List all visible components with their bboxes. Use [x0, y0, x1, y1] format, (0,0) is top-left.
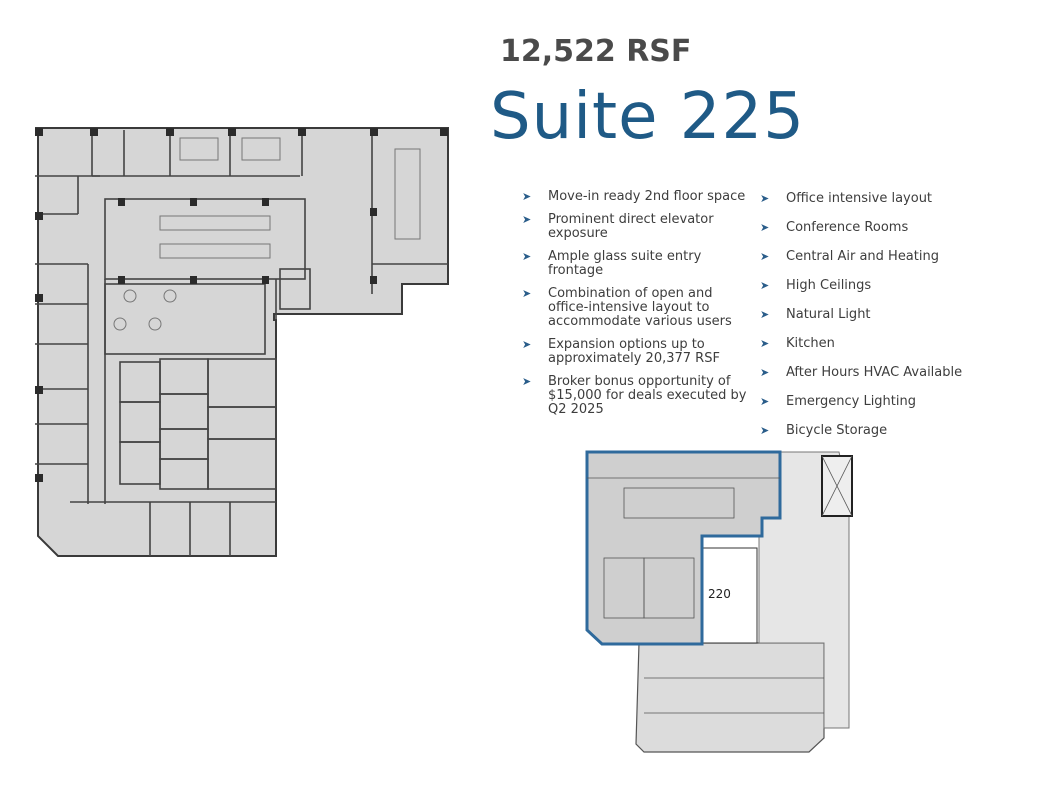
arrow-bullet-icon: ➤	[760, 221, 770, 234]
arrow-bullet-icon: ➤	[760, 308, 770, 321]
feature-item: ➤Combination of open and office-intensiv…	[522, 286, 732, 329]
feature-item: ➤High Ceilings	[760, 278, 872, 293]
feature-item: ➤Ample glass suite entry frontage	[522, 249, 702, 278]
arrow-bullet-icon: ➤	[522, 338, 532, 351]
feature-item: ➤After Hours HVAC Available	[760, 365, 963, 380]
suite-title: Suite 225	[490, 80, 805, 154]
arrow-bullet-icon: ➤	[760, 279, 770, 292]
feature-item: ➤Prominent direct elevator exposure	[522, 212, 714, 241]
features-list-right: ➤Office intensive layout ➤Conference Roo…	[758, 192, 988, 453]
feature-item: ➤Kitchen	[760, 336, 835, 351]
highlighted-suite	[585, 450, 782, 646]
feature-item: ➤Move-in ready 2nd floor space	[522, 189, 746, 204]
features-list-left: ➤Move-in ready 2nd floor space ➤Prominen…	[520, 190, 750, 426]
feature-item: ➤ Broker bonus opportunity of $15,000 fo…	[522, 374, 747, 417]
arrow-bullet-icon: ➤	[760, 366, 770, 379]
arrow-bullet-icon: ➤	[760, 395, 770, 408]
arrow-bullet-icon: ➤	[760, 250, 770, 263]
arrow-bullet-icon: ➤	[760, 424, 770, 437]
suite-floor-plan	[35, 127, 449, 557]
feature-item: ➤Emergency Lighting	[760, 394, 916, 409]
feature-item: ➤Bicycle Storage	[760, 423, 888, 438]
key-floor-plan: 220	[585, 450, 853, 753]
arrow-bullet-icon: ➤	[522, 213, 532, 226]
arrow-bullet-icon: ➤	[760, 337, 770, 350]
feature-item: ➤Expansion options up to approximately 2…	[522, 337, 720, 366]
arrow-bullet-icon: ➤	[522, 375, 532, 388]
rsf-heading: 12,522 RSF	[500, 34, 692, 69]
feature-item: ➤Office intensive layout	[760, 191, 933, 206]
feature-item: ➤Natural Light	[760, 307, 871, 322]
feature-item: ➤Conference Rooms	[760, 220, 909, 235]
feature-item: ➤Central Air and Heating	[760, 249, 939, 264]
adjacent-suite-label: 220	[708, 587, 731, 601]
arrow-bullet-icon: ➤	[522, 190, 532, 203]
arrow-bullet-icon: ➤	[760, 192, 770, 205]
arrow-bullet-icon: ➤	[522, 250, 532, 263]
arrow-bullet-icon: ➤	[522, 287, 532, 300]
